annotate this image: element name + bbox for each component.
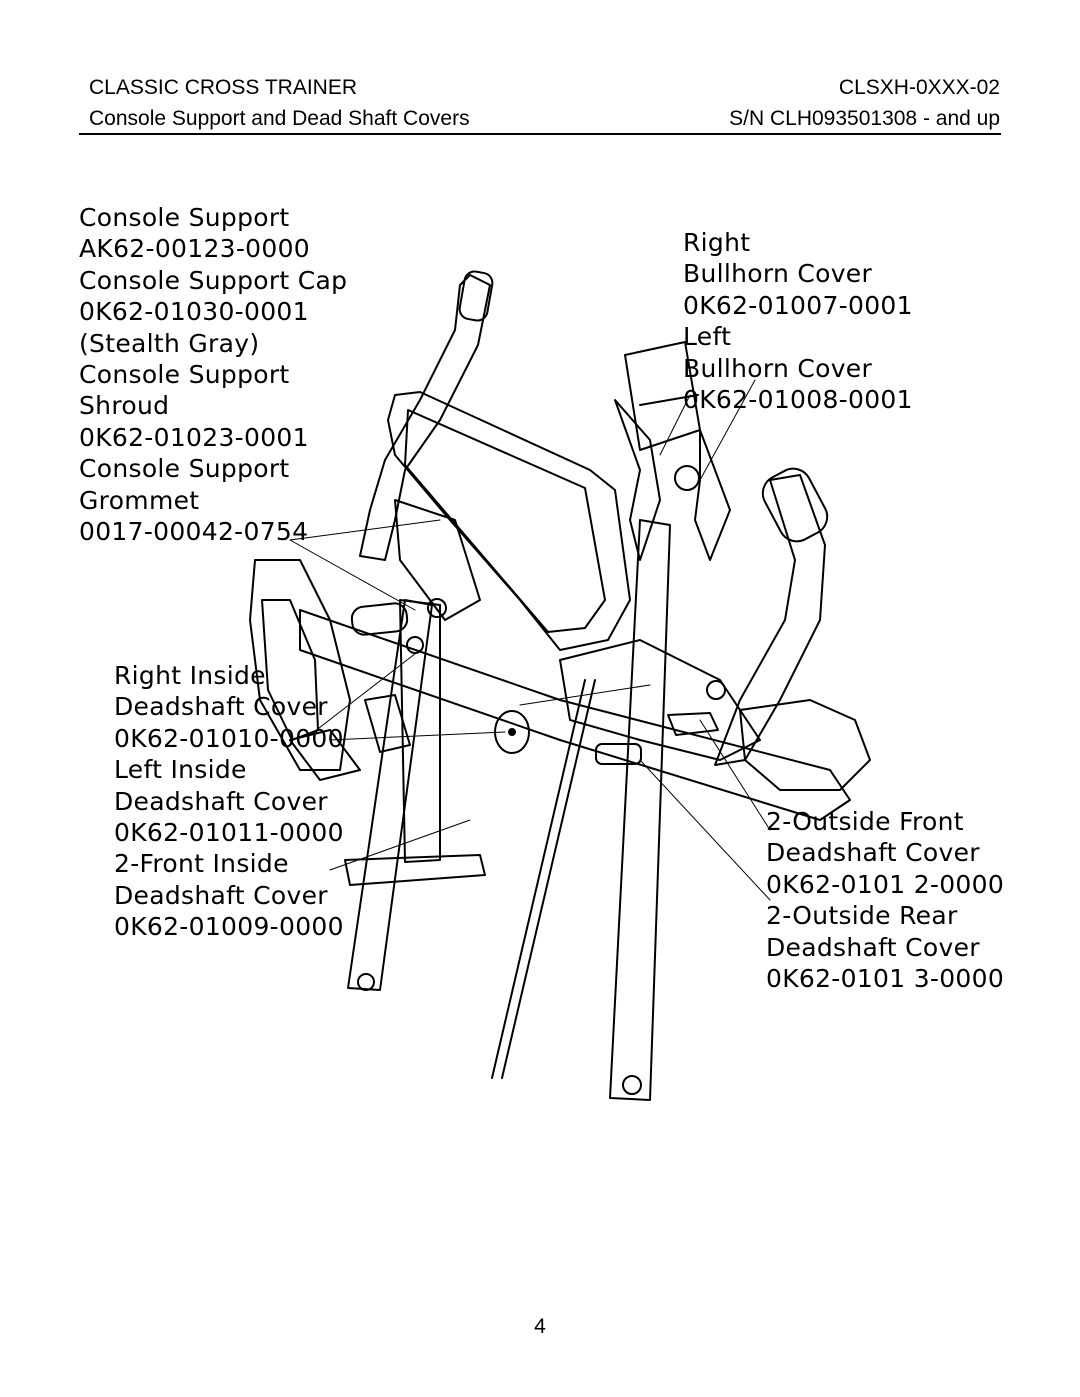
callout-line: Console Support Cap bbox=[79, 265, 348, 295]
callout-line: Left bbox=[683, 322, 732, 352]
callout-line: 0017-00042-0754 bbox=[79, 516, 309, 546]
left-handle-cap bbox=[458, 270, 494, 322]
right-handle-arm bbox=[714, 474, 826, 766]
bullhorn-left-post bbox=[614, 399, 661, 561]
callout-outside-deadshaft-covers: 2-Outside Front Deadshaft Cover 0K62-010… bbox=[766, 806, 1004, 994]
console-support-column bbox=[394, 499, 481, 621]
lower-arm-left bbox=[347, 599, 433, 991]
callout-line: Bullhorn Cover bbox=[683, 259, 873, 289]
callout-line: Deadshaft Cover bbox=[114, 786, 328, 816]
console-support-cap bbox=[350, 602, 409, 636]
bullhorn-knob bbox=[674, 465, 700, 491]
callout-line: Deadshaft Cover bbox=[766, 838, 980, 868]
section-subtitle: Console Support and Dead Shaft Covers bbox=[89, 107, 470, 130]
callout-line: (Stealth Gray) bbox=[79, 328, 260, 358]
callout-line: Console Support bbox=[79, 454, 290, 484]
callout-line: 0K62-01007-0001 bbox=[683, 290, 913, 320]
callout-line: Right Inside bbox=[114, 661, 266, 690]
callout-line: 0K62-01011-0000 bbox=[114, 817, 344, 847]
front-foot-bar bbox=[344, 854, 486, 886]
callout-line: Grommet bbox=[79, 485, 200, 515]
console-body bbox=[387, 391, 631, 651]
callout-bullhorn-covers: Right Bullhorn Cover 0K62-01007-0001 Lef… bbox=[683, 227, 913, 415]
serial-range: S/N CLH093501308 - and up bbox=[729, 107, 1000, 130]
callout-line: Deadshaft Cover bbox=[766, 932, 980, 962]
callout-line: 0K62-01008-0001 bbox=[683, 384, 913, 414]
callout-line: Deadshaft Cover bbox=[114, 692, 328, 722]
callout-line: 2-Outside Rear bbox=[766, 901, 958, 931]
callout-line: 2-Outside Front bbox=[766, 807, 964, 836]
right-handle-grip bbox=[761, 467, 829, 543]
callout-line: 0K62-01010-0000 bbox=[114, 723, 344, 753]
bullhorn-right-post bbox=[694, 429, 731, 561]
callout-line: 0K62-0101 3-0000 bbox=[766, 963, 1005, 993]
lower-arm-right bbox=[609, 519, 671, 1101]
rear-housing bbox=[739, 699, 871, 791]
right-pedal bbox=[667, 712, 719, 736]
callout-line: Deadshaft Cover bbox=[114, 880, 328, 910]
callout-line: Shroud bbox=[79, 391, 170, 421]
callout-line: Console Support bbox=[79, 203, 290, 232]
cross-rod bbox=[491, 679, 586, 1079]
left-pedal-2 bbox=[364, 694, 411, 753]
model-number: CLSXH-0XXX-02 bbox=[838, 76, 1000, 99]
document-title: CLASSIC CROSS TRAINER bbox=[89, 76, 358, 99]
callout-line: 0K62-0101 2-0000 bbox=[766, 869, 1005, 899]
header-rule bbox=[79, 133, 1001, 135]
callout-line: 0K62-01009-0000 bbox=[114, 912, 344, 942]
callout-line: Left Inside bbox=[114, 755, 247, 785]
callout-line: Bullhorn Cover bbox=[683, 353, 873, 383]
left-pedal bbox=[289, 729, 361, 781]
callout-console-support: Console Support AK62-00123-0000 Console … bbox=[79, 202, 347, 547]
page-number: 4 bbox=[534, 1315, 546, 1338]
callout-line: Console Support bbox=[79, 359, 290, 389]
callout-line: 0K62-01023-0001 bbox=[79, 422, 309, 452]
flywheel-inner bbox=[261, 599, 319, 741]
callout-line: 0K62-01030-0001 bbox=[79, 297, 309, 327]
console-screen bbox=[404, 409, 606, 633]
callout-line: Right bbox=[683, 228, 751, 257]
left-handle-arm bbox=[359, 274, 491, 561]
main-frame-rail bbox=[299, 609, 851, 821]
main-frame-body bbox=[559, 639, 761, 761]
callout-inside-deadshaft-covers: Right Inside Deadshaft Cover 0K62-01010-… bbox=[114, 660, 344, 943]
callout-line: 2-Front Inside bbox=[114, 849, 289, 879]
callout-line: AK62-00123-0000 bbox=[79, 234, 311, 264]
flywheel-shroud bbox=[249, 559, 351, 771]
